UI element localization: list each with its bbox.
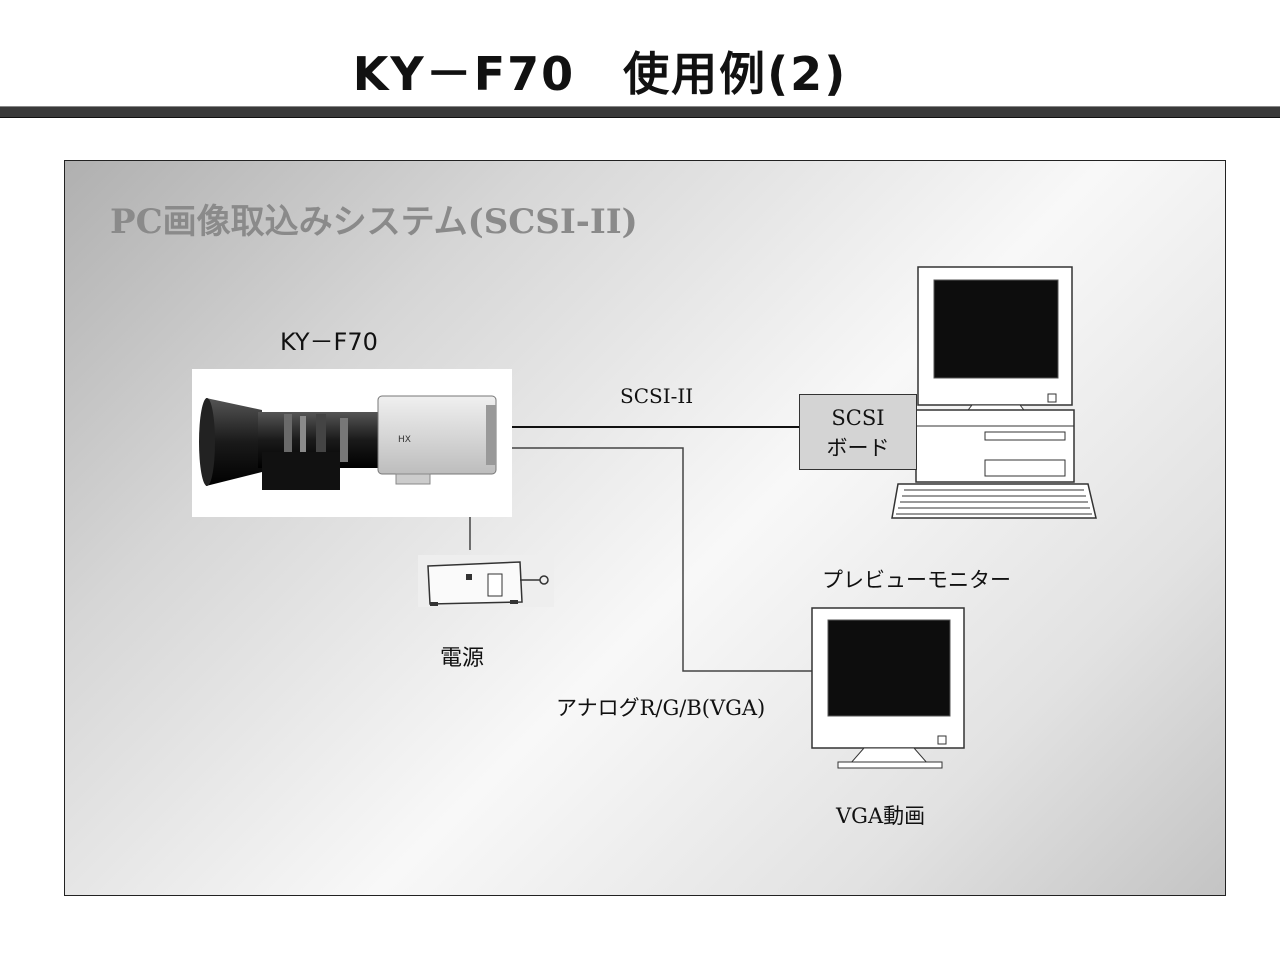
analog-rgb-label: アナログR/G/B(VGA) <box>556 696 766 720</box>
scsi-board-label: SCSI <box>831 406 885 430</box>
panel-heading: PC画像取込みシステム(SCSI-II) <box>110 202 638 242</box>
preview-monitor-label: プレビューモニター <box>822 568 1011 592</box>
scsi-board-sublabel: ボード <box>826 436 890 460</box>
scsi-board-box: SCSI ボード <box>799 394 917 470</box>
camera-label: KY－F70 <box>280 328 378 356</box>
video-camera-icon: HX <box>192 369 512 517</box>
camera-badge: HX <box>398 435 411 445</box>
vga-cable <box>502 447 812 672</box>
vga-video-label: VGA動画 <box>836 804 926 828</box>
crt-monitor-icon <box>811 607 965 769</box>
scsi-cable-label: SCSI-II <box>620 384 694 408</box>
title-divider <box>0 106 1280 118</box>
page-title: KY－F70 使用例(2) <box>352 47 848 101</box>
power-label: 電源 <box>440 646 485 671</box>
desktop-computer-icon <box>891 266 1097 519</box>
power-supply-icon <box>418 555 554 607</box>
connection-lines <box>469 426 812 672</box>
